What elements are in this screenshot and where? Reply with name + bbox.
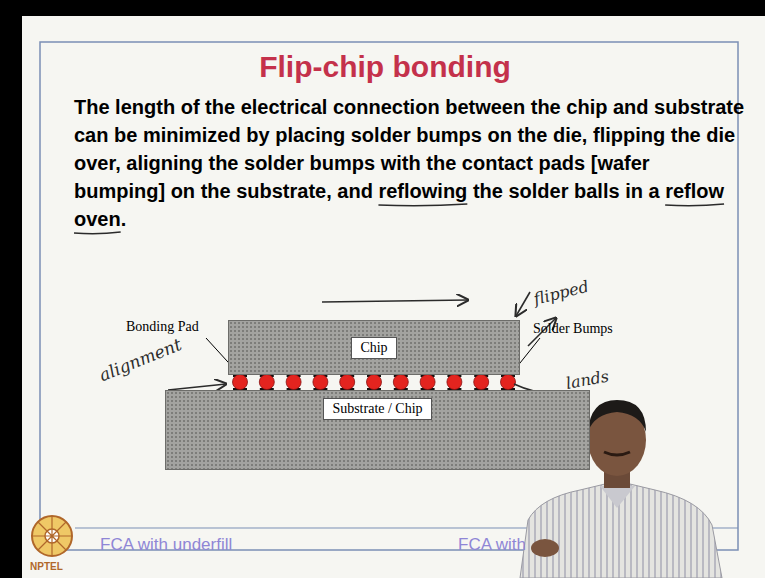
solder-bump — [501, 375, 516, 390]
chip-die: Chip — [228, 320, 520, 375]
solder-bump — [393, 375, 408, 390]
moustache — [604, 452, 630, 455]
part-label: Bonding Pad — [126, 318, 199, 335]
footer-link: FCA with — [458, 535, 526, 555]
handwritten-note: alignment — [96, 334, 184, 385]
hand — [531, 539, 559, 557]
footer-link: FCA with underfill — [100, 535, 232, 555]
hand-underline — [74, 232, 121, 234]
handwritten-note: flipped — [532, 277, 591, 309]
solder-bump — [340, 375, 355, 390]
part-label: Solder Bumps — [533, 320, 613, 337]
solder-bump — [367, 375, 382, 390]
nptel-emblem — [32, 516, 72, 556]
solder-bump-row — [233, 374, 516, 391]
collar — [600, 486, 635, 508]
slide-frame — [40, 42, 738, 550]
solder-bump — [286, 375, 301, 390]
solder-bump — [259, 375, 274, 390]
solder-bump — [447, 375, 462, 390]
solder-bump — [420, 375, 435, 390]
solder-bump — [474, 375, 489, 390]
emblem-spokes — [32, 516, 72, 556]
solder-bump — [233, 375, 248, 390]
hair — [588, 400, 646, 432]
hand-underline — [665, 204, 724, 206]
hand-arrow — [322, 300, 468, 302]
node-label: Chip — [351, 337, 396, 359]
substrate-block: Substrate / Chip — [165, 390, 590, 470]
emblem-disc — [32, 516, 72, 556]
hand-arrow — [516, 292, 530, 316]
body-text: The length of the electrical connection … — [74, 93, 746, 233]
slide-title: Flip-chip bonding — [185, 50, 585, 84]
logo-text: NPTEL — [30, 561, 63, 573]
solder-bump — [313, 375, 328, 390]
shirt — [520, 484, 722, 578]
handwritten-note: lands — [564, 367, 610, 393]
hand-underline — [378, 204, 467, 206]
node-label: Substrate / Chip — [323, 398, 431, 420]
